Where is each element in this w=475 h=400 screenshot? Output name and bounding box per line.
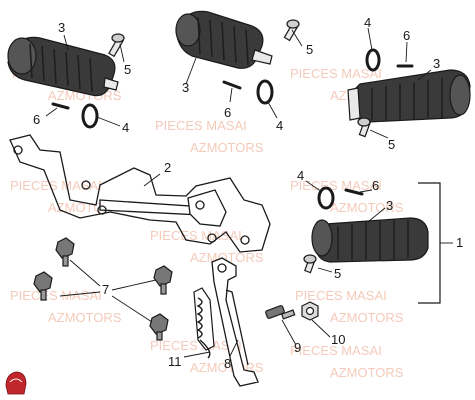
washers bbox=[81, 48, 381, 210]
footpeg-front-left bbox=[7, 36, 119, 97]
callout-4: 4 bbox=[364, 15, 371, 30]
callout-4: 4 bbox=[297, 168, 304, 183]
callout-11: 11 bbox=[168, 354, 182, 369]
watermark-text: PIECES MASAI bbox=[290, 178, 382, 193]
watermark-text: PIECES MASAI bbox=[150, 338, 242, 353]
washer bbox=[81, 103, 99, 129]
callout-6: 6 bbox=[224, 105, 231, 120]
callout-10: 10 bbox=[331, 332, 345, 347]
footpeg-rear-right bbox=[347, 69, 471, 123]
bolt bbox=[153, 265, 173, 295]
watermark-text: AZMOTORS bbox=[330, 310, 404, 325]
watermark-text: PIECES MASAI bbox=[10, 178, 102, 193]
side-stand bbox=[211, 257, 259, 387]
callout-3: 3 bbox=[386, 198, 393, 213]
watermark-text: AZMOTORS bbox=[48, 310, 122, 325]
callout-3: 3 bbox=[58, 20, 65, 35]
callout-3: 3 bbox=[182, 80, 189, 95]
pin bbox=[283, 19, 300, 42]
masai-helmet-logo bbox=[5, 371, 27, 395]
watermark-text: PIECES MASAI bbox=[155, 118, 247, 133]
footpeg-front-right bbox=[311, 217, 429, 263]
callouts: 3 5 6 4 3 5 6 4 4 6 3 5 2 4 6 3 1 5 7 11… bbox=[33, 15, 463, 371]
watermark-text: PIECES MASAI bbox=[150, 228, 242, 243]
leader-lines bbox=[45, 27, 453, 358]
pins bbox=[108, 19, 372, 274]
pin bbox=[303, 254, 317, 274]
callout-6: 6 bbox=[33, 112, 40, 127]
callout-1: 1 bbox=[456, 235, 463, 250]
stand-spring bbox=[193, 287, 215, 359]
stand-nut bbox=[301, 301, 319, 321]
bolt bbox=[33, 271, 53, 301]
watermark-text: PIECES MASAI bbox=[10, 288, 102, 303]
watermark-text: AZMOTORS bbox=[190, 250, 264, 265]
washer bbox=[317, 186, 335, 210]
callout-4: 4 bbox=[122, 120, 129, 135]
pin bbox=[108, 33, 125, 58]
callout-3: 3 bbox=[433, 56, 440, 71]
cotter-pins bbox=[51, 64, 414, 196]
stand-bolt bbox=[265, 305, 296, 320]
watermark-text: AZMOTORS bbox=[330, 365, 404, 380]
callout-8: 8 bbox=[224, 356, 231, 371]
callout-6: 6 bbox=[403, 28, 410, 43]
bolt bbox=[149, 313, 169, 341]
callout-5: 5 bbox=[334, 266, 341, 281]
watermark-text: PIECES MASAI bbox=[290, 343, 382, 358]
callout-2: 2 bbox=[164, 160, 171, 175]
footpeg-rear-left bbox=[175, 10, 273, 69]
bolt bbox=[55, 237, 75, 267]
watermark-text: PIECES MASAI bbox=[295, 288, 387, 303]
callout-5: 5 bbox=[124, 62, 131, 77]
callout-4: 4 bbox=[276, 118, 283, 133]
callout-5: 5 bbox=[388, 137, 395, 152]
watermark-text: PIECES MASAI bbox=[290, 66, 382, 81]
callout-7: 7 bbox=[102, 282, 109, 297]
cotter-pin bbox=[344, 188, 364, 196]
pin bbox=[357, 117, 372, 138]
callout-9: 9 bbox=[294, 340, 301, 355]
cotter-pin bbox=[222, 80, 242, 90]
bolts bbox=[33, 237, 173, 341]
callout-6: 6 bbox=[372, 178, 379, 193]
footrest-bracket bbox=[9, 134, 271, 253]
watermark-text: AZMOTORS bbox=[330, 200, 404, 215]
washer bbox=[256, 79, 274, 105]
watermark-text: AZMOTORS bbox=[190, 140, 264, 155]
cotter-pin bbox=[51, 102, 70, 110]
washer bbox=[365, 48, 381, 72]
callout-5: 5 bbox=[306, 42, 313, 57]
